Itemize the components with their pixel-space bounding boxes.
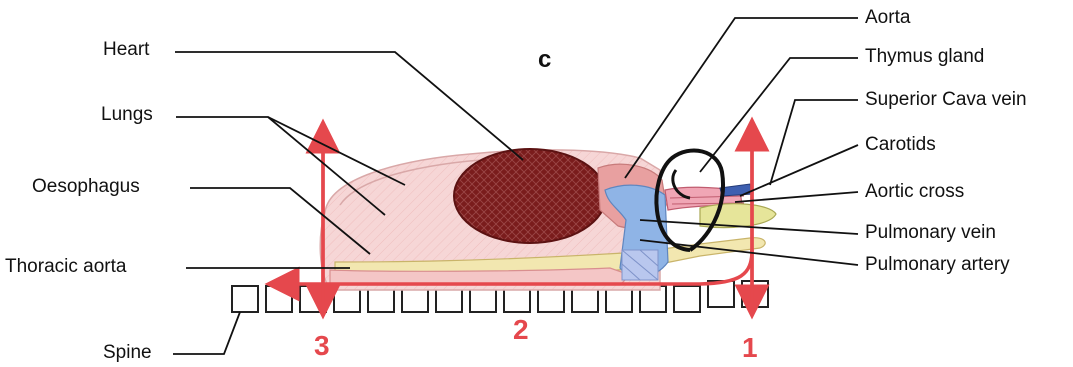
- panel-letter: c: [538, 48, 551, 72]
- label-pulmonary-vein: Pulmonary vein: [865, 223, 996, 242]
- label-aorta: Aorta: [865, 8, 910, 27]
- step-number-3: 3: [314, 332, 330, 360]
- step-number-2: 2: [513, 316, 529, 344]
- label-oesophagus: Oesophagus: [32, 177, 140, 196]
- label-superior-cava-vein: Superior Cava vein: [865, 90, 1027, 109]
- step-number-1: 1: [742, 334, 758, 362]
- heart-shape: [454, 149, 606, 243]
- label-lungs: Lungs: [101, 105, 153, 124]
- label-aortic-cross: Aortic cross: [865, 182, 964, 201]
- label-spine: Spine: [103, 343, 152, 362]
- label-thoracic-aorta: Thoracic aorta: [5, 257, 126, 276]
- label-carotids: Carotids: [865, 135, 936, 154]
- label-heart: Heart: [103, 40, 149, 59]
- label-thymus-gland: Thymus gland: [865, 47, 984, 66]
- label-pulmonary-artery: Pulmonary artery: [865, 255, 1010, 274]
